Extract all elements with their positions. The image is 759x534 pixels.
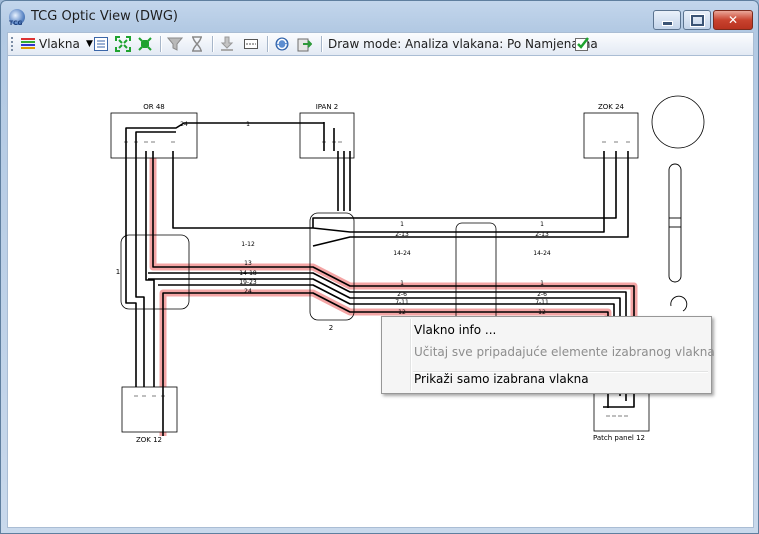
filter-icon[interactable] — [167, 36, 183, 52]
cable-label: 1 — [400, 280, 404, 287]
fiber-ticks — [124, 141, 630, 417]
refresh-icon[interactable] — [274, 36, 290, 52]
cable-label: 24 — [180, 121, 188, 128]
closure-1[interactable] — [120, 234, 190, 310]
app-globe-icon: TCG — [9, 9, 25, 27]
box-zok24[interactable] — [583, 112, 639, 159]
toolbar: Vlakna ▼ — [7, 32, 754, 55]
diagram-canvas[interactable]: OR 48 IPAN 2 ZOK 24 ZOK 12 Patch panel 1… — [7, 55, 754, 528]
box-or48[interactable] — [110, 112, 198, 159]
vlakna-dropdown[interactable]: Vlakna ▼ — [20, 36, 98, 52]
list-view-icon[interactable] — [93, 36, 109, 52]
vlakna-label: Vlakna — [39, 37, 80, 51]
toolbar-grip[interactable] — [11, 37, 15, 51]
closure-3[interactable] — [455, 222, 497, 324]
cable-label: 7-11 — [395, 299, 409, 306]
cable-label: 1-12 — [241, 241, 255, 248]
or48-label: OR 48 — [143, 103, 165, 111]
menu-item-load-elements[interactable]: Učitaj sve pripadajuće elemente izabrano… — [414, 345, 715, 359]
toolbar-separator — [160, 36, 162, 52]
menu-item-show-selected[interactable]: Prikaži samo izabrana vlakna — [414, 372, 589, 386]
toolbar-separator — [212, 36, 214, 52]
maximize-button[interactable] — [683, 10, 711, 30]
hourglass-icon[interactable] — [189, 36, 205, 52]
connector-symbol — [668, 163, 688, 312]
cable-label: 12 — [538, 309, 546, 316]
cable-label: 1 — [540, 221, 544, 228]
fiber-diagram[interactable]: OR 48 IPAN 2 ZOK 24 ZOK 12 Patch panel 1… — [8, 56, 753, 527]
context-menu: Vlakno info ... Učitaj sve pripadajuće e… — [381, 316, 715, 394]
cable-label: 2-6 — [537, 291, 547, 298]
cable-label: 2-13 — [395, 231, 409, 238]
title-bar[interactable]: TCG TCG Optic View (DWG) ✕ — [1, 1, 758, 31]
cable-label: 24 — [244, 288, 252, 295]
zok12-label: ZOK 12 — [136, 436, 162, 444]
app-icon-text: TCG — [9, 20, 23, 27]
box-ipan2[interactable] — [299, 112, 355, 159]
zok24-label: ZOK 24 — [598, 103, 625, 111]
cable-label: 13 — [244, 260, 252, 267]
box-zok12[interactable] — [121, 386, 178, 433]
ipan2-label: IPAN 2 — [316, 103, 339, 111]
fiber-lines-icon — [21, 38, 35, 49]
close-icon: ✕ — [727, 13, 739, 27]
minimize-icon — [654, 11, 680, 29]
cable-label: 2-13 — [535, 231, 549, 238]
zoom-selection-icon[interactable] — [137, 36, 153, 52]
menu-gutter — [410, 319, 412, 391]
cable-label: 1 — [400, 221, 404, 228]
minimize-button[interactable] — [653, 10, 681, 30]
download-arrow-icon[interactable] — [219, 36, 235, 52]
cable-label: 14-24 — [393, 250, 411, 257]
zoom-extents-icon[interactable] — [115, 36, 131, 52]
cable-label: 14-18 — [239, 270, 257, 277]
closure2-label: 2 — [329, 324, 333, 332]
circle-symbol[interactable] — [651, 95, 705, 149]
frame-icon[interactable] — [243, 36, 259, 52]
checklist-icon[interactable] — [574, 36, 590, 52]
draw-mode-label: Draw mode: Analiza vlakana: Po Namjenama — [328, 37, 598, 51]
window-title: TCG Optic View (DWG) — [31, 9, 178, 24]
chevron-down-icon: ▼ — [86, 39, 93, 49]
cable-label: 2-6 — [397, 291, 407, 298]
cable-label: 7-11 — [535, 299, 549, 306]
patch-panel-label: Patch panel 12 — [593, 434, 645, 442]
cable-label: 1 — [246, 121, 250, 128]
maximize-icon — [684, 11, 710, 29]
toolbar-separator — [267, 36, 269, 52]
cable-label: 1 — [540, 280, 544, 287]
menu-separator — [413, 371, 708, 373]
menu-item-vlakno-info[interactable]: Vlakno info ... — [414, 323, 497, 337]
close-button[interactable]: ✕ — [713, 10, 753, 30]
cable-label: 19-23 — [239, 279, 257, 286]
export-icon[interactable] — [296, 36, 312, 52]
cable-label: 12 — [398, 309, 406, 316]
toolbar-separator — [321, 36, 323, 52]
closure1-label: 1 — [116, 268, 120, 276]
cable-label: 14-24 — [533, 250, 551, 257]
